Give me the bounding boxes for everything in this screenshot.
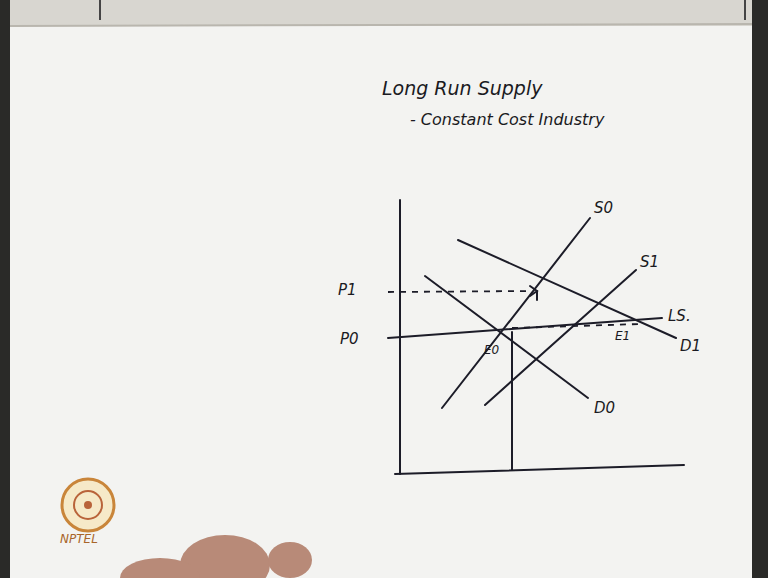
axis-label: P0 <box>340 331 359 348</box>
subtitle: - Constant Cost Industry <box>410 111 604 129</box>
curve-label: D0 <box>594 400 615 417</box>
logo-text: NPTEL <box>60 533 98 546</box>
curve-label: LS. <box>668 308 691 325</box>
curve-label: S0 <box>594 200 613 217</box>
axis-label: P1 <box>338 282 357 299</box>
hand <box>120 535 312 578</box>
point-label: E1 <box>615 330 630 343</box>
logo <box>62 479 114 531</box>
curve-label: S1 <box>640 254 659 271</box>
curve-label: D1 <box>680 338 701 355</box>
diagram-title: Long Run Supply <box>382 78 542 99</box>
point-label: E0 <box>484 344 499 357</box>
